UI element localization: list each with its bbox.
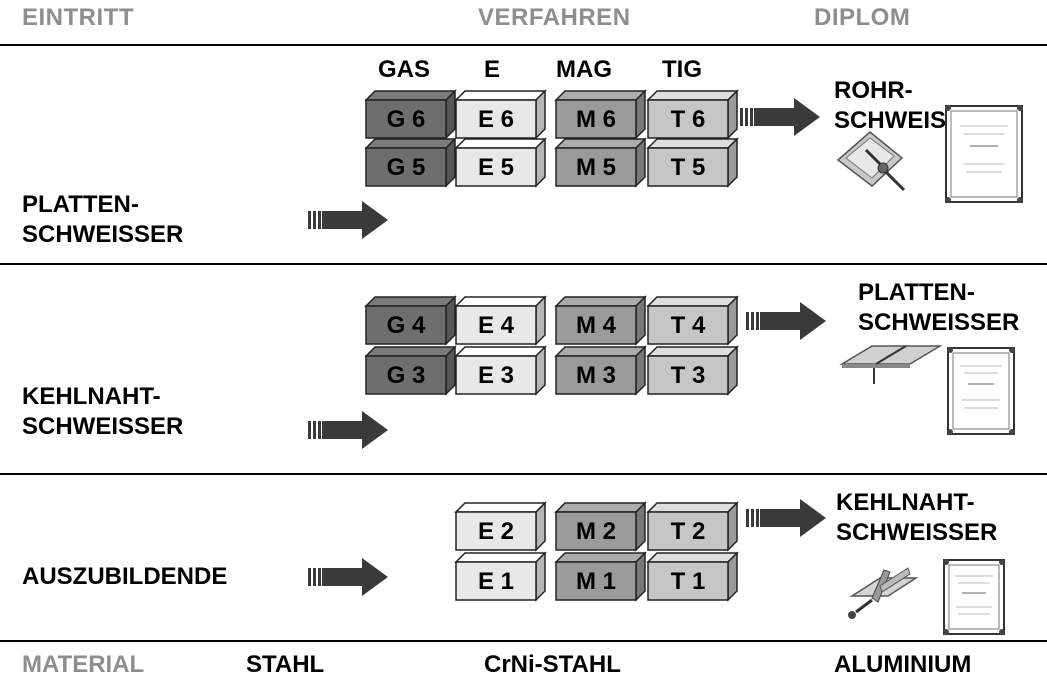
block-label: M 3 bbox=[576, 362, 616, 389]
block-label: M 5 bbox=[576, 154, 616, 181]
block-label: E 2 bbox=[478, 518, 514, 545]
diploma-label-line: KEHLNAHT- bbox=[836, 489, 975, 516]
block-label: T 2 bbox=[671, 518, 706, 545]
block-label: M 4 bbox=[576, 312, 617, 339]
process-block-e6: E 6 bbox=[454, 89, 547, 140]
diploma-arrow-icon bbox=[740, 98, 820, 136]
block-label: M 1 bbox=[576, 568, 616, 595]
entry-label-plattenschweisser: PLATTEN- SCHWEISSER bbox=[22, 190, 183, 250]
block-label: T 6 bbox=[671, 106, 706, 133]
header-entry: EINTRITT bbox=[22, 4, 134, 31]
separator-top bbox=[0, 44, 1047, 46]
process-block-m1: M 1 bbox=[554, 551, 647, 602]
process-block-t1: T 1 bbox=[646, 551, 739, 602]
column-gas: GAS bbox=[378, 56, 431, 83]
entry-label-line: AUSZUBILDENDE bbox=[22, 563, 228, 590]
diploma-arrow-icon bbox=[746, 499, 826, 537]
footer-crni: CrNi-STAHL bbox=[484, 651, 621, 678]
entry-label-kehlnahtschweisser: KEHLNAHT- SCHWEISSER bbox=[22, 382, 183, 442]
diploma-certificate-icon bbox=[947, 347, 1015, 435]
block-label: G 6 bbox=[387, 106, 426, 133]
footer-steel: STAHL bbox=[246, 651, 325, 678]
entry-label-auszubildende: AUSZUBILDENDE bbox=[22, 562, 227, 592]
fillet-weld-icon bbox=[848, 567, 919, 619]
process-block-e4: E 4 bbox=[454, 295, 547, 346]
process-block-m2: M 2 bbox=[554, 501, 647, 552]
separator-section-2 bbox=[0, 473, 1047, 475]
process-block-e3: E 3 bbox=[454, 345, 547, 396]
column-tig: TIG bbox=[662, 56, 702, 83]
header-process: VERFAHREN bbox=[478, 4, 631, 31]
process-block-e2: E 2 bbox=[454, 501, 547, 552]
entry-label-line: SCHWEISSER bbox=[22, 413, 184, 440]
block-label: T 5 bbox=[671, 154, 706, 181]
process-block-t5: T 5 bbox=[646, 137, 739, 188]
block-label: T 3 bbox=[671, 362, 706, 389]
diploma-label-line: PLATTEN- bbox=[858, 279, 975, 306]
entry-arrow-icon bbox=[308, 411, 388, 449]
process-block-t3: T 3 bbox=[646, 345, 739, 396]
block-label: G 3 bbox=[387, 362, 426, 389]
process-block-e1: E 1 bbox=[454, 551, 547, 602]
process-block-g6: G 6 bbox=[364, 89, 457, 140]
process-block-g4: G 4 bbox=[364, 295, 457, 346]
block-label: E 6 bbox=[478, 106, 514, 133]
column-mag: MAG bbox=[556, 56, 612, 83]
diploma-label-plattenschweisser: PLATTEN- SCHWEISSER bbox=[858, 278, 1019, 338]
block-label: M 6 bbox=[576, 106, 616, 133]
process-block-g5: G 5 bbox=[364, 137, 457, 188]
process-block-t2: T 2 bbox=[646, 501, 739, 552]
process-block-m4: M 4 bbox=[554, 295, 647, 346]
block-label: M 2 bbox=[576, 518, 616, 545]
diploma-label-kehlnahtschweisser: KEHLNAHT- SCHWEISSER bbox=[836, 488, 997, 548]
block-label: G 4 bbox=[387, 312, 426, 339]
separator-bottom bbox=[0, 640, 1047, 642]
process-block-m5: M 5 bbox=[554, 137, 647, 188]
diploma-certificate-icon bbox=[945, 105, 1023, 203]
process-block-m3: M 3 bbox=[554, 345, 647, 396]
diploma-label-line: SCHWEISSER bbox=[836, 519, 998, 546]
entry-arrow-icon bbox=[308, 558, 388, 596]
block-label: E 4 bbox=[478, 312, 515, 339]
entry-label-line: SCHWEISSER bbox=[22, 221, 184, 248]
column-e: E bbox=[484, 56, 501, 83]
diploma-label-line: SCHWEISSER bbox=[858, 309, 1020, 336]
header-diploma: DIPLOM bbox=[814, 4, 911, 31]
diploma-label-line: ROHR- bbox=[834, 77, 913, 104]
entry-arrow-icon bbox=[308, 201, 388, 239]
block-label: E 5 bbox=[478, 154, 514, 181]
block-label: G 5 bbox=[387, 154, 426, 181]
process-block-t6: T 6 bbox=[646, 89, 739, 140]
plate-icon bbox=[839, 345, 943, 384]
pipe-icon bbox=[836, 131, 906, 192]
process-block-t4: T 4 bbox=[646, 295, 739, 346]
block-label: E 3 bbox=[478, 362, 514, 389]
process-block-g3: G 3 bbox=[364, 345, 457, 396]
block-label: T 4 bbox=[671, 312, 706, 339]
block-label: T 1 bbox=[671, 568, 706, 595]
footer-aluminium: ALUMINIUM bbox=[834, 651, 972, 678]
process-block-e5: E 5 bbox=[454, 137, 547, 188]
footer-material: MATERIAL bbox=[22, 651, 145, 678]
diploma-arrow-icon bbox=[746, 302, 826, 340]
entry-label-line: KEHLNAHT- bbox=[22, 383, 161, 410]
diploma-certificate-icon bbox=[943, 559, 1005, 635]
separator-section-1 bbox=[0, 263, 1047, 265]
process-block-m6: M 6 bbox=[554, 89, 647, 140]
block-label: E 1 bbox=[478, 568, 514, 595]
entry-label-line: PLATTEN- bbox=[22, 191, 139, 218]
